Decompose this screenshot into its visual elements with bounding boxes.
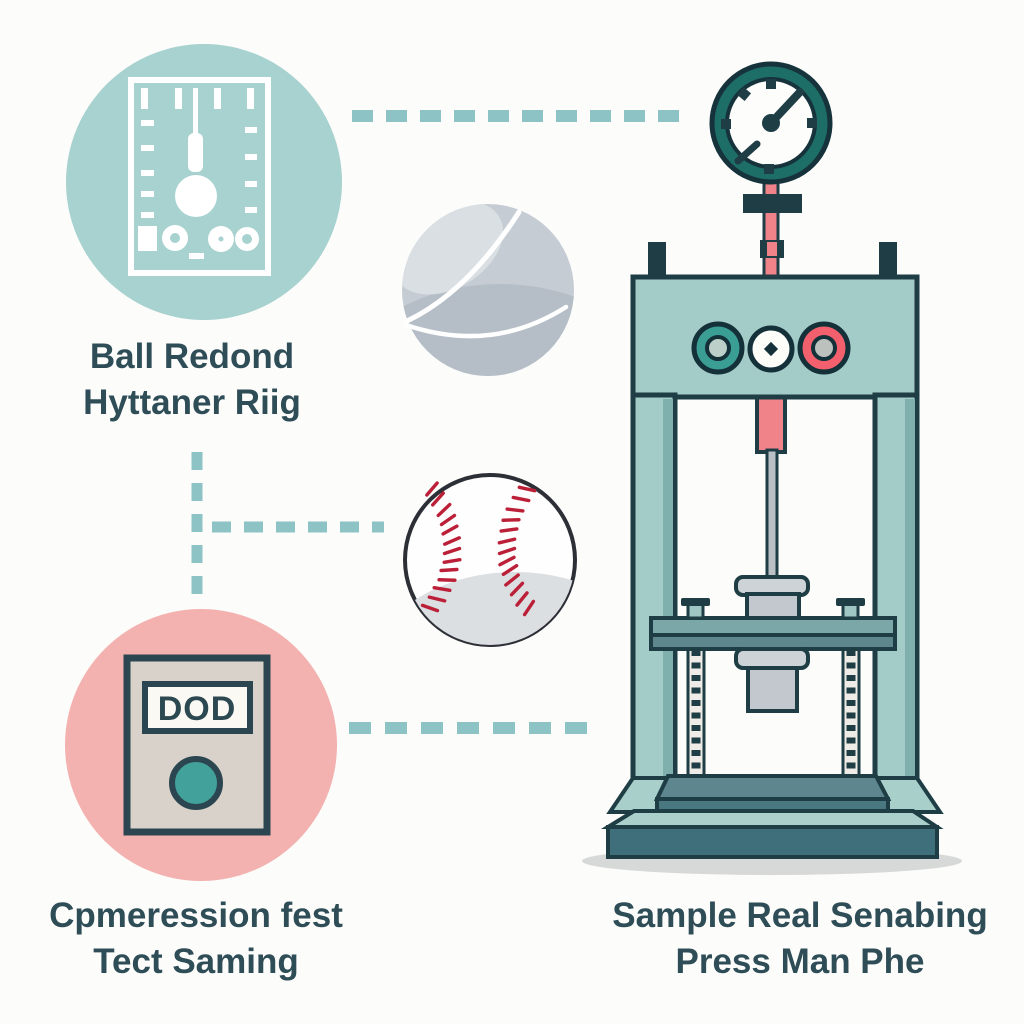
- pendulum-panel-icon: [128, 77, 271, 276]
- compression-device-badge: DOD: [65, 609, 337, 881]
- knob-teal: [691, 321, 745, 375]
- knob-white: [747, 325, 795, 373]
- connector-lines: [191, 110, 692, 734]
- knob-red: [797, 321, 851, 375]
- device-display: [142, 681, 253, 734]
- caption-compression-test: Cpmeression fest Tect Saming: [16, 893, 376, 985]
- baseball: [403, 473, 577, 647]
- press-column-right: [872, 392, 920, 783]
- ball-seam: [403, 304, 569, 339]
- ball-seam: [404, 209, 522, 324]
- press-base: [600, 774, 944, 859]
- compression-device-icon: DOD: [123, 654, 271, 836]
- device-display-text: DOD: [158, 690, 237, 728]
- threaded-rod-left: [686, 643, 706, 780]
- rebound-tester-badge: [66, 44, 342, 320]
- press-crossbeam: [649, 616, 897, 637]
- beam-bolt-right: [836, 598, 865, 620]
- pressure-gauge-icon: [709, 61, 833, 185]
- caption-rebound-line2: Hyttaner Riig: [83, 383, 301, 422]
- caption-press-line2: Press Man Phe: [675, 942, 925, 981]
- caption-press-machine: Sample Real Senabing Press Man Phe: [588, 893, 1012, 985]
- caption-press-line1: Sample Real Senabing: [612, 896, 988, 935]
- press-column-left: [630, 392, 678, 783]
- press-machine: [582, 61, 962, 875]
- caption-rebound-rig: Ball Redond Hyttaner Riig: [22, 334, 362, 426]
- caption-rebound-line1: Ball Redond: [89, 337, 295, 376]
- threaded-rod-right: [841, 643, 861, 780]
- beam-bolt-left: [681, 598, 710, 620]
- device-button: [169, 756, 223, 810]
- gray-ball: [402, 204, 574, 376]
- caption-compression-line2: Tect Saming: [93, 942, 299, 981]
- caption-compression-line1: Cpmeression fest: [49, 896, 343, 935]
